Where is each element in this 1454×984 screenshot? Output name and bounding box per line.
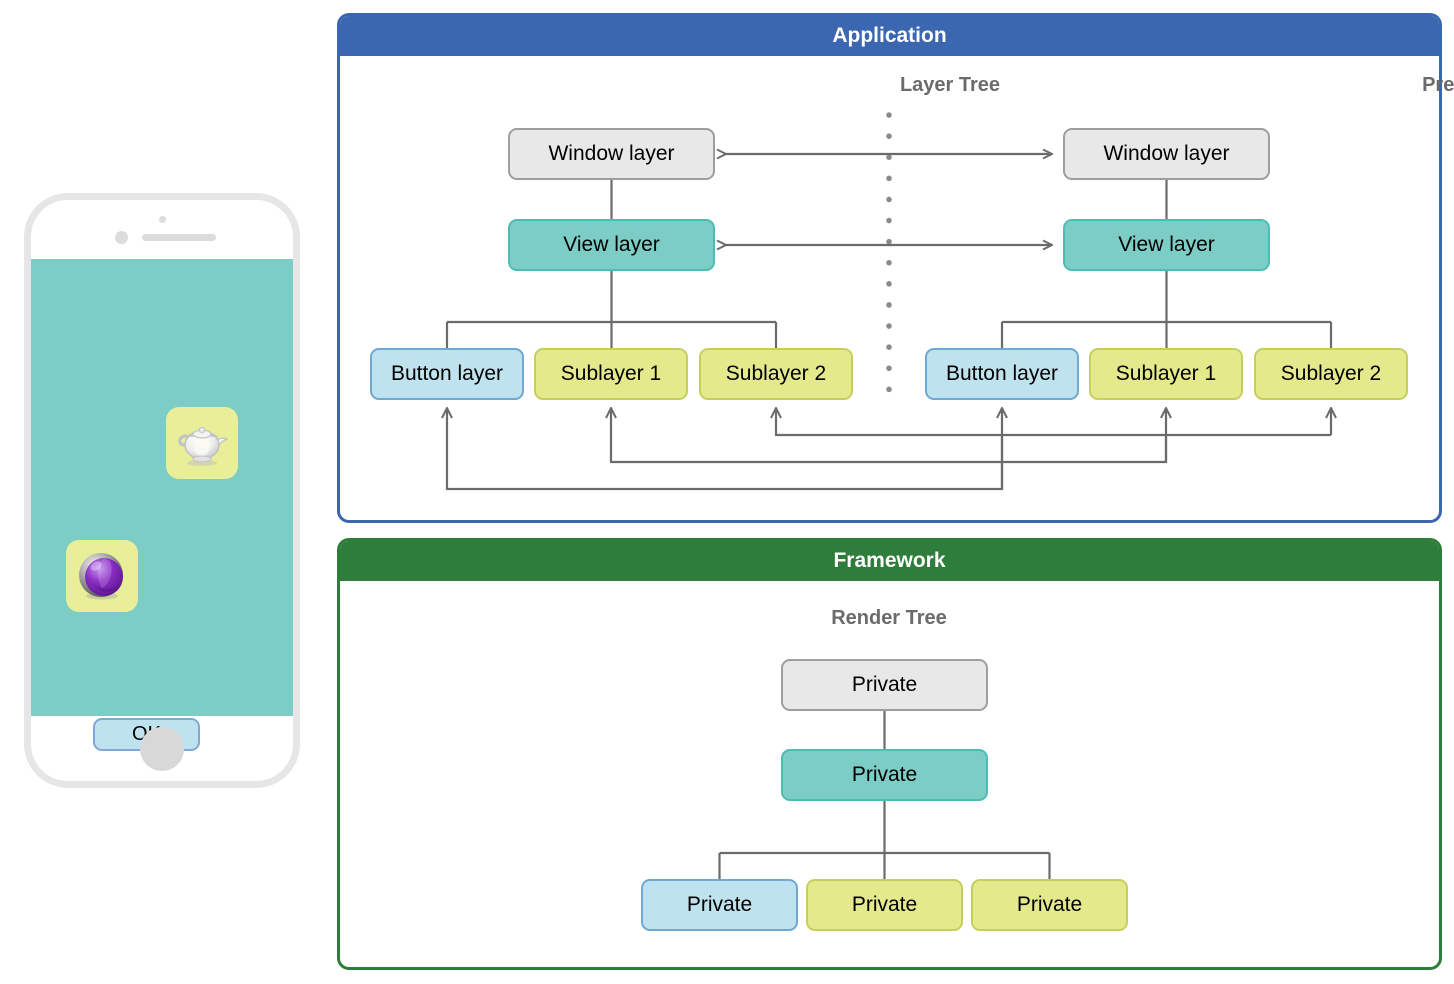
layer-tree-title: Layer Tree — [899, 74, 1001, 96]
framework-panel-title: Framework — [340, 541, 1439, 581]
presentation-tree-button-layer-node[interactable]: Button layer — [925, 348, 1079, 400]
phone-screen: OK — [31, 259, 293, 751]
application-panel: Application Layer Tree Presentation Tree — [337, 13, 1454, 523]
phone-home-button[interactable] — [140, 727, 184, 771]
render-tree-child-3-node[interactable]: Private — [971, 879, 1128, 931]
phone-speaker-grille — [142, 234, 216, 241]
teapot-icon — [178, 427, 229, 466]
layer-tree-button-layer-node[interactable]: Button layer — [370, 348, 524, 400]
phone-camera-icon — [115, 231, 128, 244]
presentation-tree-window-layer-node[interactable]: Window layer — [1063, 128, 1270, 180]
layer-tree-sublayer-1-node[interactable]: Sublayer 1 — [534, 348, 688, 400]
render-tree-middle-node[interactable]: Private — [781, 749, 988, 801]
render-tree-root-node[interactable]: Private — [781, 659, 988, 711]
render-tree-child-1-node[interactable]: Private — [641, 879, 798, 931]
layer-tree-sublayer-2-node[interactable]: Sublayer 2 — [699, 348, 853, 400]
render-tree-child-2-node[interactable]: Private — [806, 879, 963, 931]
phone-sensor-dot — [158, 216, 166, 223]
presentation-tree-title: Presentation Tree — [1422, 74, 1454, 96]
presentation-tree-sublayer-2-node[interactable]: Sublayer 2 — [1254, 348, 1408, 400]
render-tree-title: Render Tree — [831, 607, 947, 629]
application-panel-title: Application — [340, 16, 1439, 56]
purple-sphere-icon-tile[interactable] — [66, 540, 138, 612]
teapot-icon-tile[interactable] — [166, 407, 238, 479]
layer-tree-view-layer-node[interactable]: View layer — [508, 219, 715, 271]
presentation-tree-view-layer-node[interactable]: View layer — [1063, 219, 1270, 271]
purple-sphere-icon — [79, 553, 123, 600]
layer-tree-window-layer-node[interactable]: Window layer — [508, 128, 715, 180]
presentation-tree-sublayer-1-node[interactable]: Sublayer 1 — [1089, 348, 1243, 400]
iphone-mockup: OK — [24, 193, 300, 788]
